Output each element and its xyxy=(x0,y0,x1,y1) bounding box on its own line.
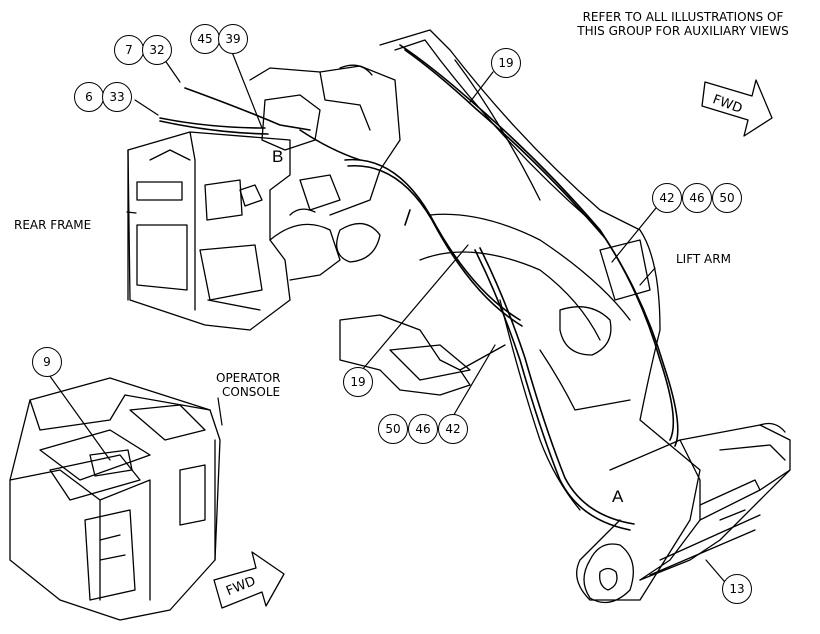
callout-6: 6 xyxy=(74,82,104,112)
callout-39: 39 xyxy=(218,24,248,54)
callout-19-mid: 19 xyxy=(343,367,373,397)
hose-lines xyxy=(159,44,679,531)
callout-42-bottom: 42 xyxy=(438,414,468,444)
operator-console-label-line-1: OPERATOR xyxy=(216,371,281,385)
view-b-marker: B xyxy=(272,147,284,166)
callout-46-bottom: 46 xyxy=(408,414,438,444)
lift-arm-label: LIFT ARM xyxy=(676,252,731,266)
callout-42-top: 42 xyxy=(652,183,682,213)
callout-50-bottom: 50 xyxy=(378,414,408,444)
callout-33: 33 xyxy=(102,82,132,112)
operator-console-label: OPERATOR CONSOLE xyxy=(216,371,281,399)
operator-console-drawing xyxy=(9,377,221,621)
bucket-linkage-drawing xyxy=(583,422,791,604)
note-line-2: THIS GROUP FOR AUXILIARY VIEWS xyxy=(577,24,789,38)
fwd-arrow-top-icon xyxy=(701,79,773,137)
callout-50-top: 50 xyxy=(712,183,742,213)
note-line-1: REFER TO ALL ILLUSTRATIONS OF xyxy=(582,10,784,24)
view-a-marker: A xyxy=(612,487,624,506)
callout-46-top: 46 xyxy=(682,183,712,213)
auxiliary-views-note: REFER TO ALL ILLUSTRATIONS OF THIS GROUP… xyxy=(548,10,818,38)
operator-console-label-line-2: CONSOLE xyxy=(222,385,281,399)
rear-frame-label: REAR FRAME xyxy=(14,218,92,232)
callout-9: 9 xyxy=(32,347,62,377)
callout-13: 13 xyxy=(722,574,752,604)
lift-arm-drawing xyxy=(339,29,701,601)
callout-45: 45 xyxy=(190,24,220,54)
callout-19-top: 19 xyxy=(491,48,521,78)
fwd-arrows xyxy=(213,79,773,609)
callout-32: 32 xyxy=(142,35,172,65)
fwd-arrow-bottom-icon xyxy=(213,551,285,609)
callout-7: 7 xyxy=(114,35,144,65)
rear-frame-drawing xyxy=(127,131,341,331)
